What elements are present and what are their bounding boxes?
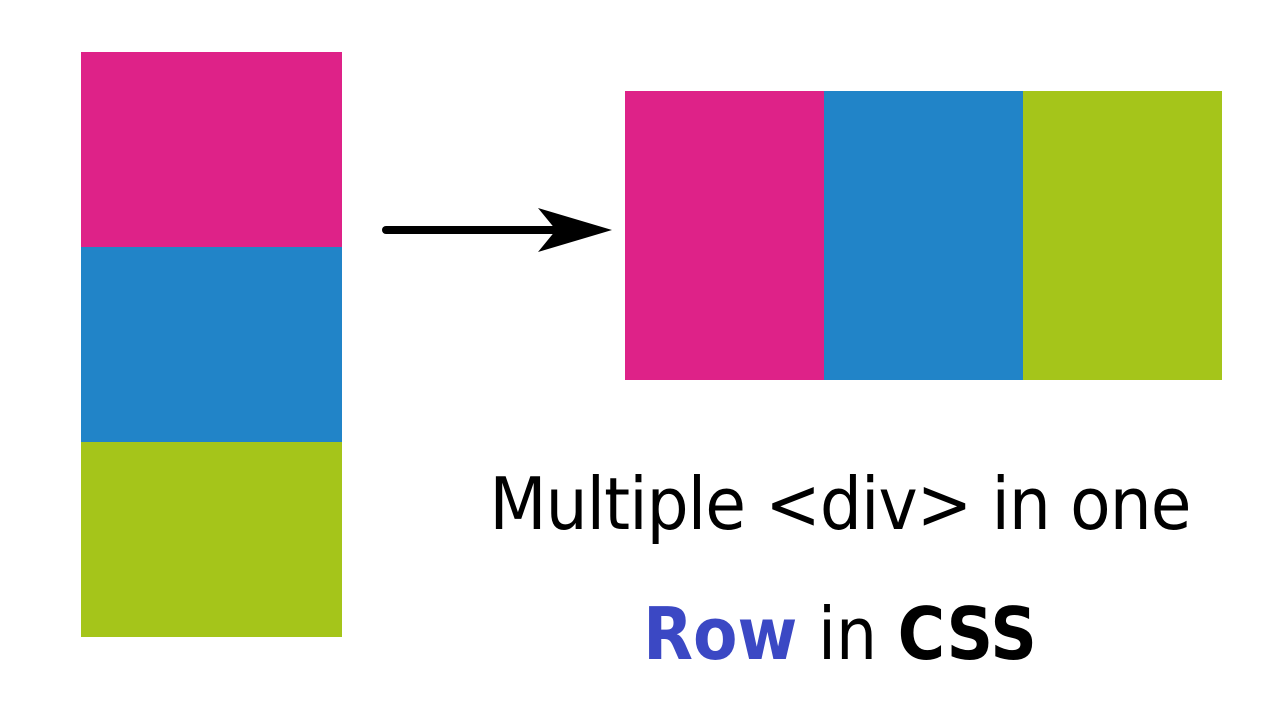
- caption-line-1: Multiple <div> in one: [489, 462, 1191, 546]
- green-div-box: [81, 442, 342, 637]
- blue-div-box: [824, 91, 1023, 380]
- caption-word-in: in: [818, 592, 878, 676]
- blue-div-box: [81, 247, 342, 442]
- arrow-right-icon: [382, 208, 612, 252]
- horizontal-div-row: [625, 91, 1222, 380]
- caption-word-row: Row: [643, 592, 798, 676]
- green-div-box: [1023, 91, 1222, 380]
- pink-div-box: [81, 52, 342, 247]
- vertical-div-stack: [81, 52, 342, 637]
- caption-line-2: Row in CSS: [480, 592, 1200, 676]
- pink-div-box: [625, 91, 824, 380]
- arrow-head: [538, 208, 612, 252]
- caption-word-css: CSS: [897, 592, 1037, 676]
